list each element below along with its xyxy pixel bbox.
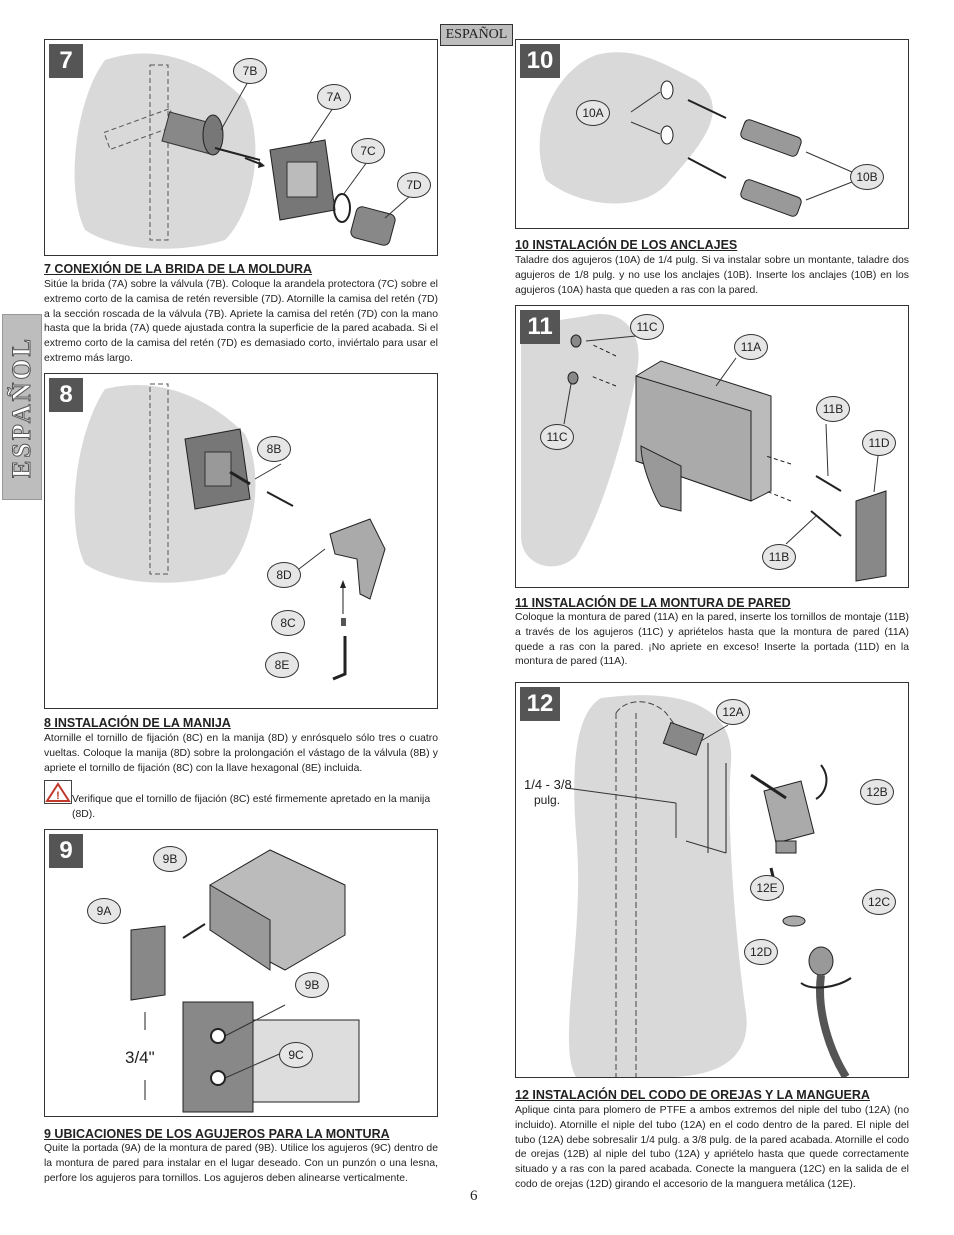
step-11-illustration: 11 11C 11A 11B 11D 11C 11B: [515, 305, 909, 588]
callout-8c: 8C: [271, 610, 305, 636]
callout-8b: 8B: [257, 436, 291, 462]
callout-11c-bottom: 11C: [540, 424, 574, 450]
callout-7b: 7B: [233, 58, 267, 84]
step-number: 11: [520, 310, 560, 344]
callout-11a: 11A: [734, 334, 768, 360]
elbow-hose-diagram: [565, 695, 852, 1077]
step-10-text: Taladre dos agujeros (10A) de 1/4 pulg. …: [515, 255, 909, 296]
callout-12e: 12E: [750, 875, 784, 901]
step-10-illustration: 10 10A 10B: [515, 39, 909, 229]
callout-8d: 8D: [267, 562, 301, 588]
callout-9a: 9A: [87, 898, 121, 924]
step-12-text: Aplique cinta para plomero de PTFE a amb…: [515, 1105, 909, 1190]
step-10-heading: 10 INSTALACIÓN DE LOS ANCLAJES: [515, 238, 738, 252]
step-number: 8: [49, 378, 83, 412]
step-7-text: Sitúe la brida (7A) sobre la válvula (7B…: [44, 279, 438, 364]
language-tab: ESPAÑOL: [440, 24, 513, 46]
callout-11b-top: 11B: [816, 396, 850, 422]
callout-10a: 10A: [576, 100, 610, 126]
callout-9c: 9C: [279, 1042, 313, 1068]
callout-9b-top: 9B: [153, 846, 187, 872]
page-number: 6: [470, 1188, 478, 1204]
step-8-illustration: 8 8B 8D 8C 8E: [44, 373, 438, 709]
step-9-heading: 9 UBICACIONES DE LOS AGUJEROS PARA LA MO…: [44, 1127, 390, 1141]
handle-install-diagram: [74, 383, 386, 681]
callout-12d: 12D: [744, 939, 778, 965]
step-number: 12: [520, 687, 560, 721]
step-9-illustration: 9 9B 9A 9B 9C 3/4": [44, 829, 438, 1117]
callout-12a: 12A: [716, 699, 750, 725]
mount-holes-diagram: [130, 849, 360, 1113]
dimension-label: 3/4": [125, 1048, 155, 1067]
callout-12c: 12C: [862, 889, 896, 915]
warning-icon: !: [44, 780, 72, 804]
dimension-label: 1/4 - 3/8: [524, 777, 572, 792]
callout-12b: 12B: [860, 779, 894, 805]
callout-11c-top: 11C: [630, 314, 664, 340]
svg-text:!: !: [56, 790, 60, 802]
callout-9b-bottom: 9B: [295, 972, 329, 998]
callout-7d: 7D: [397, 172, 431, 198]
step-7-heading: 7 CONEXIÓN DE LA BRIDA DE LA MOLDURA: [44, 262, 313, 276]
step-12-heading: 12 INSTALACIÓN DEL CODO DE OREJAS Y LA M…: [515, 1088, 870, 1102]
step-7-illustration: 7 7B 7A 7C 7D: [44, 39, 438, 256]
dimension-unit: pulg.: [534, 793, 561, 807]
step-8-text: Atornille el tornillo de fijación (8C) e…: [44, 733, 438, 774]
anchors-diagram: [539, 52, 853, 217]
callout-11b-bottom: 11B: [762, 544, 796, 570]
wall-mount-diagram: [521, 314, 887, 582]
side-language-tab: ESPAÑOL: [2, 314, 42, 500]
step-11-text: Coloque la montura de pared (11A) en la …: [515, 612, 909, 668]
callout-10b: 10B: [850, 164, 884, 190]
callout-7c: 7C: [351, 138, 385, 164]
valve-flange-diagram: [74, 53, 411, 249]
step-8-heading: 8 INSTALACIÓN DE LA MANIJA: [44, 716, 231, 730]
step-12-illustration: 12 12A 12B 12E 12C 12D 1/4 - 3/8 pulg.: [515, 682, 909, 1078]
callout-7a: 7A: [317, 84, 351, 110]
step-9-text: Quite la portada (9A) de la montura de p…: [44, 1143, 438, 1184]
callout-8e: 8E: [265, 652, 299, 678]
step-number: 7: [49, 44, 83, 78]
step-number: 9: [49, 834, 83, 868]
step-11-heading: 11 INSTALACIÓN DE LA MONTURA DE PARED: [515, 596, 791, 610]
step-8-warning: Verifique que el tornillo de fijación (8…: [72, 794, 431, 820]
step-number: 10: [520, 44, 560, 78]
callout-11d: 11D: [862, 430, 896, 456]
